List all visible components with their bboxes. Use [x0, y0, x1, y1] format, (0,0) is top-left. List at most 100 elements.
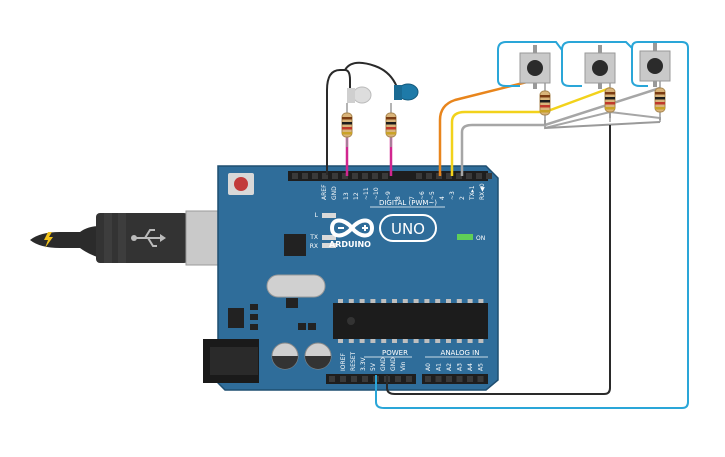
usb-cable[interactable] [30, 210, 229, 266]
power-pin[interactable] [395, 376, 401, 382]
wire-5v-loop[interactable] [375, 41, 689, 409]
led-on [457, 234, 473, 240]
digital-pin[interactable] [292, 173, 298, 179]
power-pin-label: 3.3V [360, 356, 367, 371]
analog-pin[interactable] [446, 376, 452, 382]
reset-button[interactable] [228, 173, 254, 195]
digital-pin[interactable] [486, 173, 492, 179]
lightning-icon [44, 232, 53, 248]
capacitor [271, 342, 299, 370]
digital-pin[interactable] [342, 173, 348, 179]
resistor-led-blue[interactable] [385, 103, 397, 147]
on-label: ON [476, 235, 485, 242]
resistor-button-3[interactable] [654, 78, 666, 122]
analog-pin[interactable] [477, 376, 484, 382]
wire-gray-pin2[interactable] [460, 86, 661, 176]
resistor-led-white[interactable] [341, 103, 353, 147]
led-blue[interactable] [394, 83, 419, 101]
capacitor [304, 342, 332, 370]
arduino-board[interactable]: L TX RX ON ARDUINO UNO DIGITAL (PWM~) AR… [203, 165, 499, 391]
analog-pin-label: A1 [436, 363, 443, 371]
pushbutton-2[interactable] [584, 45, 616, 89]
power-pin[interactable] [362, 376, 368, 382]
power-pin-label: GND [380, 357, 387, 371]
digital-pin-label: 8 [395, 196, 402, 200]
wire-yellow-pin3[interactable] [450, 86, 611, 176]
digital-pin-label: TX▸1 [469, 185, 476, 201]
wire-gnd-led[interactable] [326, 61, 399, 175]
digital-pin[interactable] [456, 173, 462, 179]
analog-pin-label: A2 [446, 363, 453, 371]
resistor-button-1[interactable] [539, 81, 551, 125]
led-rx [322, 243, 336, 248]
wire-gnd-return[interactable] [386, 125, 611, 395]
led-white[interactable] [347, 86, 372, 104]
led-rx-label: RX [310, 243, 318, 250]
resistor-button-2[interactable] [604, 78, 616, 122]
led-l [322, 213, 336, 218]
digital-pin-label: 13 [343, 192, 350, 200]
analog-pin-label: A4 [467, 363, 474, 371]
chip-atmega328 [333, 299, 488, 343]
voltage-regulator [228, 308, 244, 328]
digital-pin[interactable] [302, 173, 308, 179]
digital-pin[interactable] [372, 173, 378, 179]
digital-header-label: DIGITAL (PWM~) [379, 199, 437, 207]
digital-pin-label: ~3 [449, 191, 456, 200]
analog-pin-label: A5 [478, 363, 485, 371]
power-pin-label: IOREF [340, 353, 347, 371]
digital-pin[interactable] [352, 173, 358, 179]
wire-orange-pin4[interactable] [438, 78, 536, 176]
analog-pin[interactable] [435, 376, 442, 382]
digital-pin-label: ~5 [429, 191, 436, 200]
power-pin[interactable] [406, 376, 412, 382]
power-pin-label: Vin [400, 361, 407, 371]
digital-pin[interactable] [382, 173, 388, 179]
analog-pin[interactable] [456, 376, 463, 382]
digital-pin[interactable] [476, 173, 482, 179]
chip-atmega16u2 [284, 234, 306, 256]
power-pin-header[interactable] [326, 374, 416, 384]
power-pin[interactable] [329, 376, 335, 382]
brand-label: ARDUINO [329, 240, 371, 249]
digital-pin[interactable] [446, 173, 452, 179]
analog-pin-label: A3 [457, 363, 464, 371]
digital-pin-label: AREF [321, 184, 328, 200]
power-pin-label: 5V [370, 362, 377, 371]
analog-pin[interactable] [467, 376, 473, 382]
analog-pin-label: A0 [425, 363, 432, 371]
analog-pin[interactable] [425, 376, 431, 382]
digital-pin[interactable] [312, 173, 318, 179]
digital-pin-label: RX◀0 [479, 183, 486, 200]
digital-pin-label: GND [331, 186, 338, 200]
pushbutton-1[interactable] [519, 45, 551, 89]
power-pin-label: GND [390, 357, 397, 371]
power-label: POWER [382, 349, 408, 357]
analog-label: ANALOG IN [441, 349, 480, 357]
digital-pin-label: ~10 [373, 187, 380, 200]
digital-pin-label: 7 [409, 196, 416, 200]
digital-pin[interactable] [416, 173, 422, 179]
dc-power-jack[interactable] [203, 339, 259, 383]
power-pin-label: RESET [350, 351, 357, 371]
digital-pin[interactable] [362, 173, 368, 179]
led-l-label: L [315, 212, 319, 219]
pushbutton-3[interactable] [639, 43, 671, 87]
analog-pin-header[interactable] [422, 374, 488, 384]
digital-pin-label: ~6 [419, 191, 426, 200]
digital-pin[interactable] [426, 173, 432, 179]
power-pin[interactable] [351, 376, 357, 382]
usb-icon [131, 229, 166, 247]
power-pin[interactable] [340, 376, 346, 382]
model-label: UNO [391, 220, 425, 238]
digital-pin-label: ~11 [363, 187, 370, 200]
infinity-logo-icon [329, 218, 375, 238]
digital-pin-label: 2 [459, 196, 466, 200]
digital-pin[interactable] [332, 173, 338, 179]
crystal [266, 274, 326, 298]
digital-pin[interactable] [466, 173, 472, 179]
digital-pin[interactable] [322, 173, 328, 179]
led-tx-label: TX [309, 234, 318, 241]
